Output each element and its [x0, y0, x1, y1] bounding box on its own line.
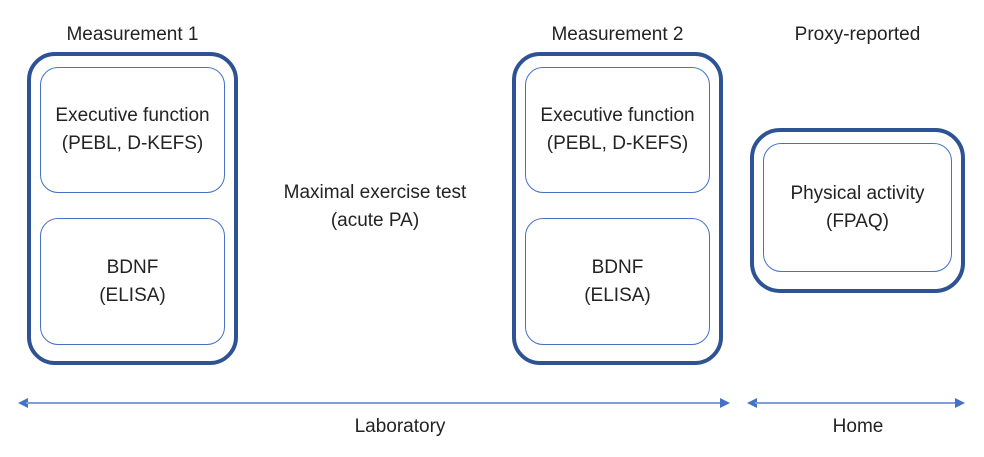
maximal-exercise-test-note: Maximal exercise test (acute PA) [255, 179, 495, 235]
bdnf-instrument: (ELISA) [584, 284, 651, 306]
arrow-left-icon [747, 398, 757, 408]
measurement1-executive-function-box: Executive function (PEBL, D-KEFS) [40, 67, 225, 193]
arrow-line [26, 402, 722, 404]
executive-function-instruments: (PEBL, D-KEFS) [61, 133, 204, 154]
executive-function-instruments: (PEBL, D-KEFS) [546, 133, 689, 154]
bdnf-label: BDNF [591, 256, 644, 278]
arrow-right-icon [720, 398, 730, 408]
maximal-exercise-test-line2: (acute PA) [330, 210, 420, 231]
measurement2-group-box: Executive function (PEBL, D-KEFS) BDNF (… [512, 52, 723, 365]
measurement2-bdnf-box: BDNF (ELISA) [525, 218, 710, 345]
arrow-line [755, 402, 957, 404]
executive-function-label: Executive function [540, 105, 695, 126]
bdnf-instrument: (ELISA) [99, 284, 166, 306]
measurement2-executive-function-box: Executive function (PEBL, D-KEFS) [525, 67, 710, 193]
home-span-arrow [747, 398, 965, 408]
executive-function-label: Executive function [55, 105, 210, 126]
proxy-reported-group-box: Physical activity (FPAQ) [750, 128, 965, 293]
measurement2-heading: Measurement 2 [551, 24, 684, 45]
measurement1-group-box: Executive function (PEBL, D-KEFS) BDNF (… [27, 52, 238, 365]
maximal-exercise-test-line1: Maximal exercise test [283, 182, 467, 203]
bdnf-label: BDNF [106, 256, 159, 278]
measurement1-heading: Measurement 1 [66, 24, 199, 45]
measurement1-bdnf-box: BDNF (ELISA) [40, 218, 225, 345]
laboratory-label: Laboratory [354, 416, 446, 437]
physical-activity-box: Physical activity (FPAQ) [763, 143, 952, 272]
arrow-right-icon [955, 398, 965, 408]
physical-activity-label: Physical activity [790, 182, 925, 204]
arrow-left-icon [18, 398, 28, 408]
laboratory-span-arrow [18, 398, 730, 408]
physical-activity-instrument: (FPAQ) [826, 210, 889, 232]
home-label: Home [832, 416, 884, 437]
proxy-reported-heading: Proxy-reported [794, 24, 921, 45]
